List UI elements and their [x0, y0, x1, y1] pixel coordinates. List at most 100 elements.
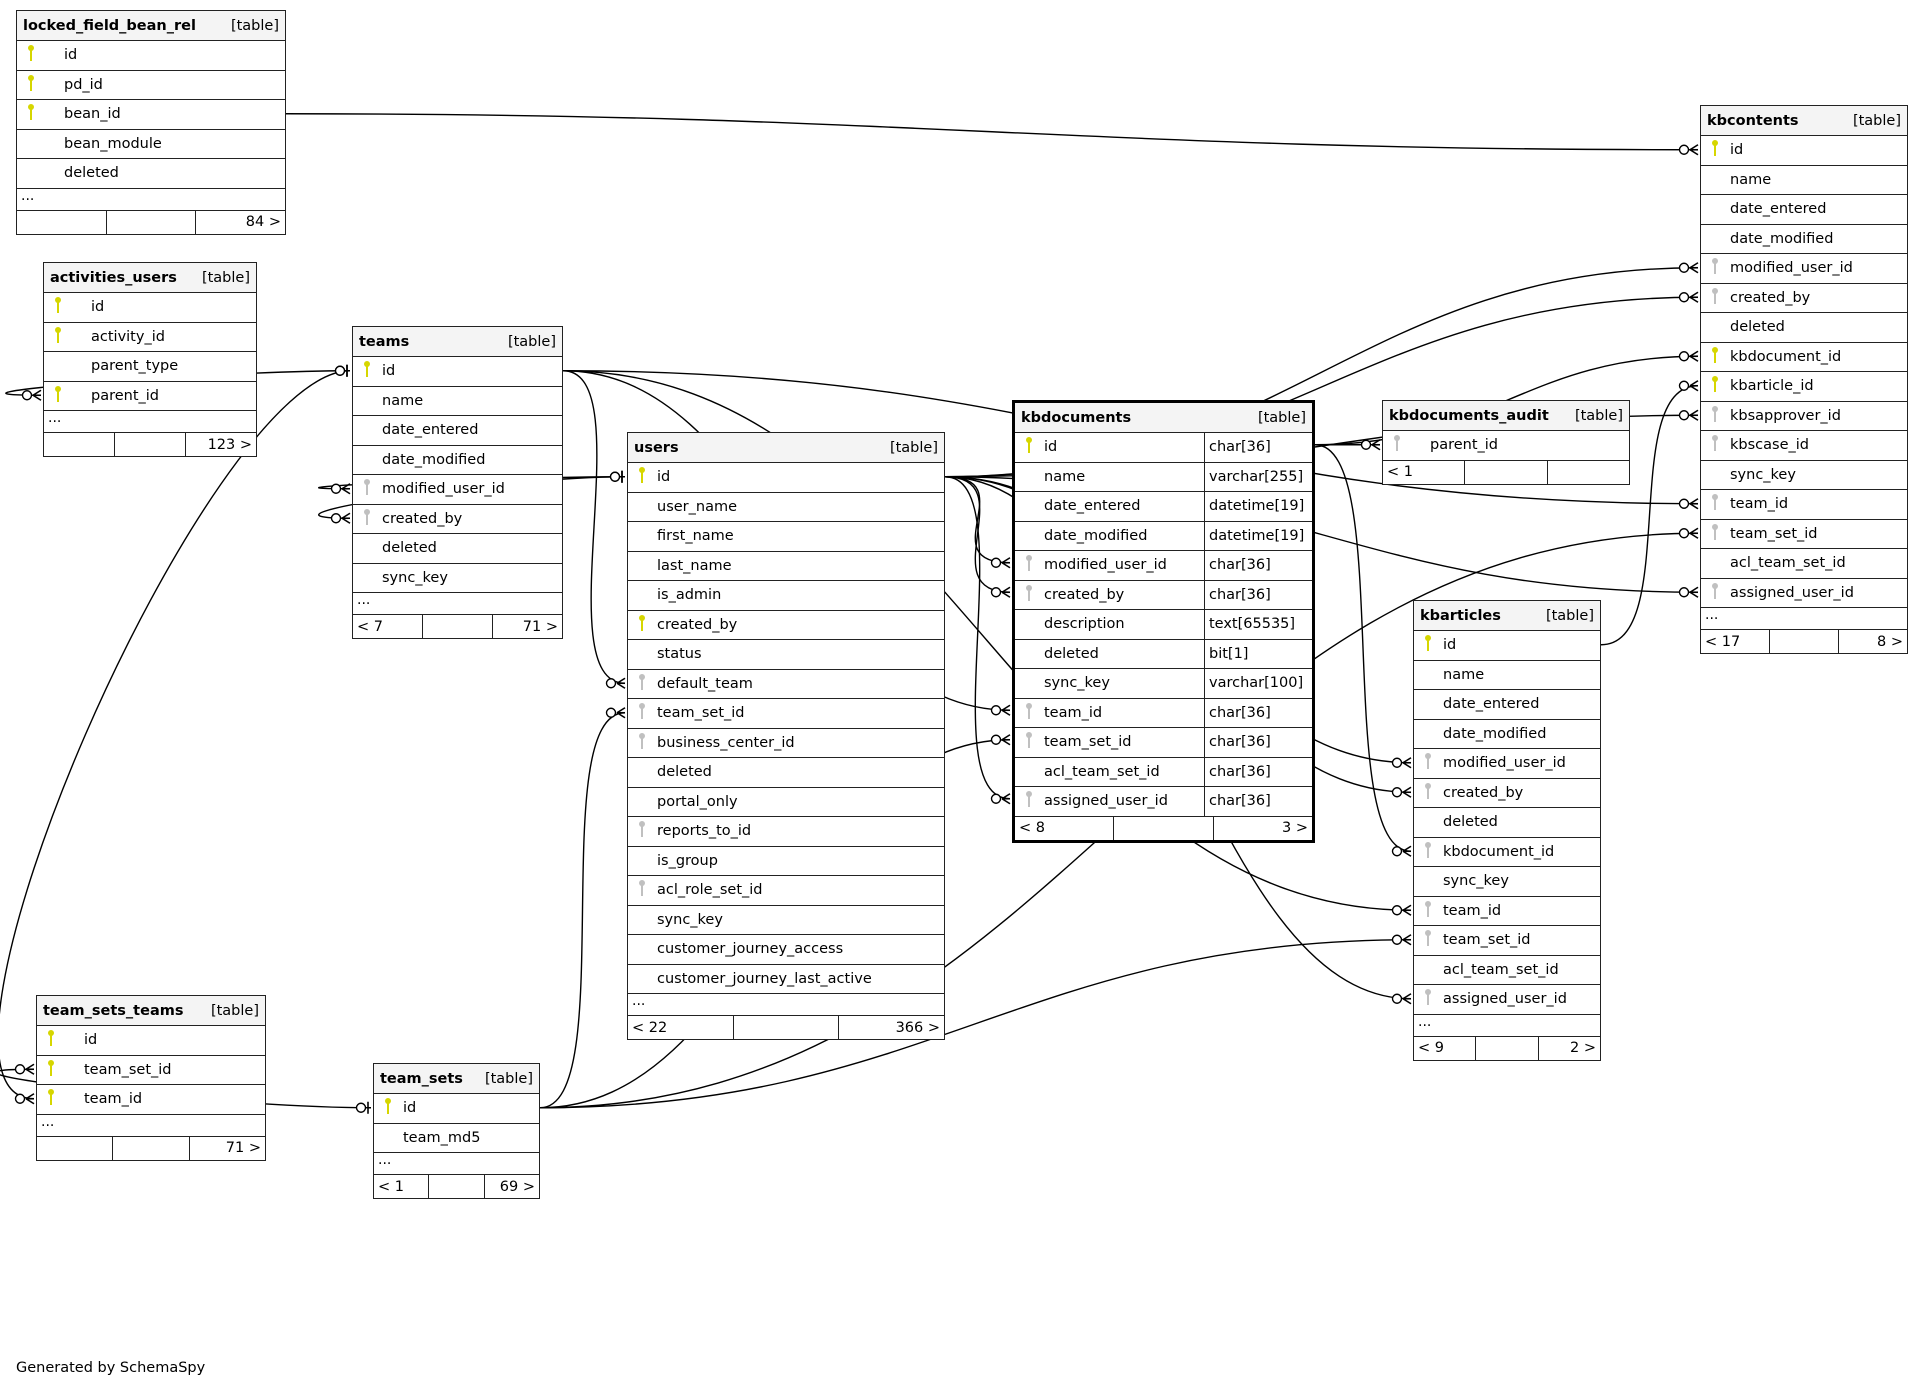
column-row[interactable]: team_set_id [1414, 926, 1600, 956]
column-row[interactable]: activity_id [44, 323, 256, 352]
column-row[interactable]: portal_only [628, 788, 944, 817]
parents-count[interactable]: < 1 [378, 1178, 404, 1195]
column-row[interactable]: date_modified [353, 446, 562, 475]
column-row[interactable]: deleted [353, 534, 562, 564]
column-row[interactable]: modified_user_id [353, 475, 562, 505]
column-row[interactable]: date_entered [353, 416, 562, 446]
column-row[interactable]: is_group [628, 847, 944, 876]
column-row[interactable]: bean_module [17, 130, 285, 159]
children-count[interactable]: 71 > [492, 615, 562, 638]
column-row[interactable]: id [17, 41, 285, 71]
column-row[interactable]: kbarticle_id [1701, 372, 1907, 402]
table-kbdocuments-audit[interactable]: kbdocuments_audit[table]parent_id < 1 [1382, 400, 1630, 485]
column-row[interactable]: name [1414, 661, 1600, 690]
table-header[interactable]: teams[table] [353, 327, 562, 357]
column-row[interactable]: team_set_id [37, 1056, 265, 1085]
column-row[interactable]: id [37, 1026, 265, 1056]
column-row[interactable]: kbscase_id [1701, 431, 1907, 461]
column-row[interactable]: kbdocument_id [1701, 343, 1907, 372]
column-row[interactable]: sync_key [1414, 867, 1600, 897]
column-row[interactable]: id [1414, 631, 1600, 661]
column-row[interactable]: is_admin [628, 581, 944, 611]
column-row[interactable]: user_name [628, 493, 944, 522]
column-row[interactable]: modified_user_id [1414, 749, 1600, 779]
column-row[interactable]: parent_id [1383, 431, 1629, 461]
column-row[interactable]: team_set_id [1701, 520, 1907, 549]
column-row[interactable]: name [1701, 166, 1907, 195]
column-row[interactable]: last_name [628, 552, 944, 581]
children-count[interactable]: 366 > [838, 1016, 944, 1039]
column-row[interactable]: date_entered [1414, 690, 1600, 720]
parents-count[interactable]: < 1 [1387, 464, 1413, 480]
table-header[interactable]: users[table] [628, 433, 944, 463]
column-row[interactable]: id [44, 293, 256, 323]
column-row[interactable]: assigned_user_id [1701, 579, 1907, 608]
column-row[interactable]: reports_to_id [628, 817, 944, 847]
column-row[interactable]: date_modified [1701, 225, 1907, 254]
table-header[interactable]: kbcontents[table] [1701, 106, 1907, 136]
column-row[interactable]: id [628, 463, 944, 493]
column-row[interactable]: team_id [37, 1085, 265, 1115]
children-count[interactable]: 71 > [188, 1136, 265, 1160]
table-header[interactable]: activities_users[table] [44, 263, 256, 293]
children-count[interactable]: 2 > [1537, 1036, 1600, 1060]
column-row[interactable]: first_name [628, 522, 944, 552]
column-row[interactable]: customer_journey_last_active [628, 965, 944, 994]
column-row[interactable]: deleted [17, 159, 285, 189]
table-header[interactable]: kbdocuments[table] [1015, 403, 1312, 433]
children-count[interactable] [1546, 460, 1629, 484]
children-count[interactable]: 3 > [1212, 816, 1312, 840]
children-count[interactable]: 123 > [185, 433, 256, 456]
column-row[interactable]: created_by [353, 505, 562, 534]
column-row[interactable]: team_id [1414, 897, 1600, 926]
parents-count[interactable]: < 8 [1019, 820, 1045, 836]
column-row[interactable]: acl_team_set_id [1701, 549, 1907, 579]
parents-count[interactable]: < 22 [632, 1019, 668, 1036]
column-row[interactable]: sync_key [1701, 461, 1907, 490]
column-row[interactable]: sync_key [353, 564, 562, 593]
table-header[interactable]: team_sets[table] [374, 1064, 539, 1094]
column-row[interactable]: id [374, 1094, 539, 1124]
column-row[interactable]: modified_user_id [1701, 254, 1907, 284]
column-row[interactable]: parent_id [44, 382, 256, 411]
table-header[interactable]: kbarticles[table] [1414, 601, 1600, 631]
table-header[interactable]: locked_field_bean_rel[table] [17, 11, 285, 41]
column-row[interactable]: assigned_user_id [1414, 985, 1600, 1015]
children-count[interactable]: 69 > [483, 1175, 539, 1198]
parents-count[interactable]: < 7 [357, 618, 383, 635]
parents-count[interactable] [44, 433, 114, 456]
parents-count[interactable]: < 17 [1705, 633, 1741, 650]
parents-count[interactable]: < 9 [1418, 1040, 1444, 1056]
column-row[interactable]: id [1701, 136, 1907, 166]
column-row[interactable]: kbsapprover_id [1701, 402, 1907, 431]
column-row[interactable]: deleted [1701, 313, 1907, 343]
column-row[interactable]: id [353, 357, 562, 387]
column-row[interactable]: team_set_id [628, 699, 944, 729]
column-row[interactable]: deleted [1414, 808, 1600, 838]
column-row[interactable]: name [353, 387, 562, 416]
column-row[interactable]: acl_role_set_id [628, 876, 944, 906]
column-row[interactable]: team_md5 [374, 1124, 539, 1153]
column-row[interactable]: status [628, 640, 944, 670]
column-row[interactable]: business_center_id [628, 729, 944, 758]
table-header[interactable]: kbdocuments_audit[table] [1383, 401, 1629, 431]
column-row[interactable]: team_id [1701, 490, 1907, 520]
column-row[interactable]: kbdocument_id [1414, 838, 1600, 867]
column-row[interactable]: created_by [1701, 284, 1907, 313]
column-row[interactable]: pd_id [17, 71, 285, 100]
